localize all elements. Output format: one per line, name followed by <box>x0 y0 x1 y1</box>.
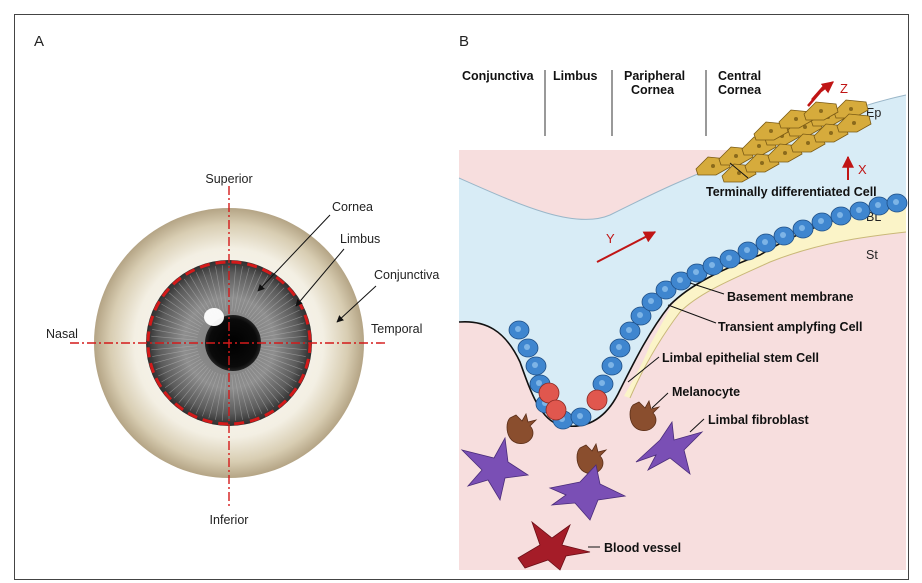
cell-nucleus <box>819 109 823 113</box>
cell-nucleus <box>762 239 768 245</box>
cell-nucleus <box>536 380 542 386</box>
region-central-line2: Cornea <box>718 83 762 97</box>
panel-b: B Conjunctiva Limbus Paripheral Cornea C… <box>459 33 907 570</box>
cell-nucleus <box>734 154 738 158</box>
panel-a-letter: A <box>34 33 44 50</box>
cell-nucleus <box>757 144 761 148</box>
terminal-cell-label: Terminally differentiated Cell <box>706 185 877 199</box>
cell-nucleus <box>677 277 683 283</box>
z-axis-label: Z <box>840 81 848 96</box>
light-reflection <box>204 308 224 326</box>
cell-nucleus <box>648 298 654 304</box>
cell-nucleus <box>662 286 668 292</box>
cell-nucleus <box>837 212 843 218</box>
cell-nucleus <box>849 107 853 111</box>
stem-cell <box>587 390 607 410</box>
cell-nucleus <box>794 117 798 121</box>
superior-label: Superior <box>205 172 252 186</box>
cell-nucleus <box>799 225 805 231</box>
cell-nucleus <box>806 141 810 145</box>
stem-cell <box>546 400 566 420</box>
z-axis-arrow <box>815 82 833 96</box>
cell-nucleus <box>875 202 881 208</box>
blood-vessel-label: Blood vessel <box>604 541 681 555</box>
cell-nucleus <box>829 131 833 135</box>
cell-nucleus <box>769 129 773 133</box>
region-conjunctiva: Conjunctiva <box>462 69 535 83</box>
limbus-label: Limbus <box>340 232 380 246</box>
cell-nucleus <box>852 121 856 125</box>
x-axis-label: X <box>858 162 867 177</box>
cell-nucleus <box>577 413 583 419</box>
region-central-line1: Central <box>718 69 761 83</box>
cell-nucleus <box>515 326 521 332</box>
cell-nucleus <box>856 207 862 213</box>
cell-nucleus <box>783 151 787 155</box>
cornea-label: Cornea <box>332 200 373 214</box>
region-limbus: Limbus <box>553 69 597 83</box>
cell-nucleus <box>532 362 538 368</box>
cell-nucleus <box>524 344 530 350</box>
cell-nucleus <box>693 269 699 275</box>
nasal-label: Nasal <box>46 327 78 341</box>
cell-nucleus <box>608 362 614 368</box>
cell-nucleus <box>726 255 732 261</box>
region-peripheral-line2: Cornea <box>631 83 675 97</box>
basement-membrane-label: Basement membrane <box>727 290 853 304</box>
layer-st-label: St <box>866 248 878 262</box>
transient-cell-label: Transient amplyfing Cell <box>718 320 862 334</box>
cell-nucleus <box>637 312 643 318</box>
cell-nucleus <box>893 199 899 205</box>
cell-nucleus <box>711 164 715 168</box>
melanocyte-label: Melanocyte <box>672 385 740 399</box>
panel-b-letter: B <box>459 33 469 50</box>
cell-nucleus <box>599 380 605 386</box>
temporal-label: Temporal <box>371 322 422 336</box>
cell-nucleus <box>818 218 824 224</box>
stem-cell-label: Limbal epithelial stem Cell <box>662 351 819 365</box>
fibroblast-label: Limbal fibroblast <box>708 413 810 427</box>
panel-a: A Superior Inferior Nasal Temporal Corne… <box>34 33 439 527</box>
cell-nucleus <box>616 344 622 350</box>
region-peripheral-line1: Paripheral <box>624 69 685 83</box>
cell-nucleus <box>709 262 715 268</box>
cell-nucleus <box>744 247 750 253</box>
cell-nucleus <box>626 327 632 333</box>
inferior-label: Inferior <box>210 513 249 527</box>
conjunctiva-label: Conjunctiva <box>374 268 439 282</box>
cell-nucleus <box>760 161 764 165</box>
y-axis-label: Y <box>606 231 615 246</box>
cell-nucleus <box>780 232 786 238</box>
